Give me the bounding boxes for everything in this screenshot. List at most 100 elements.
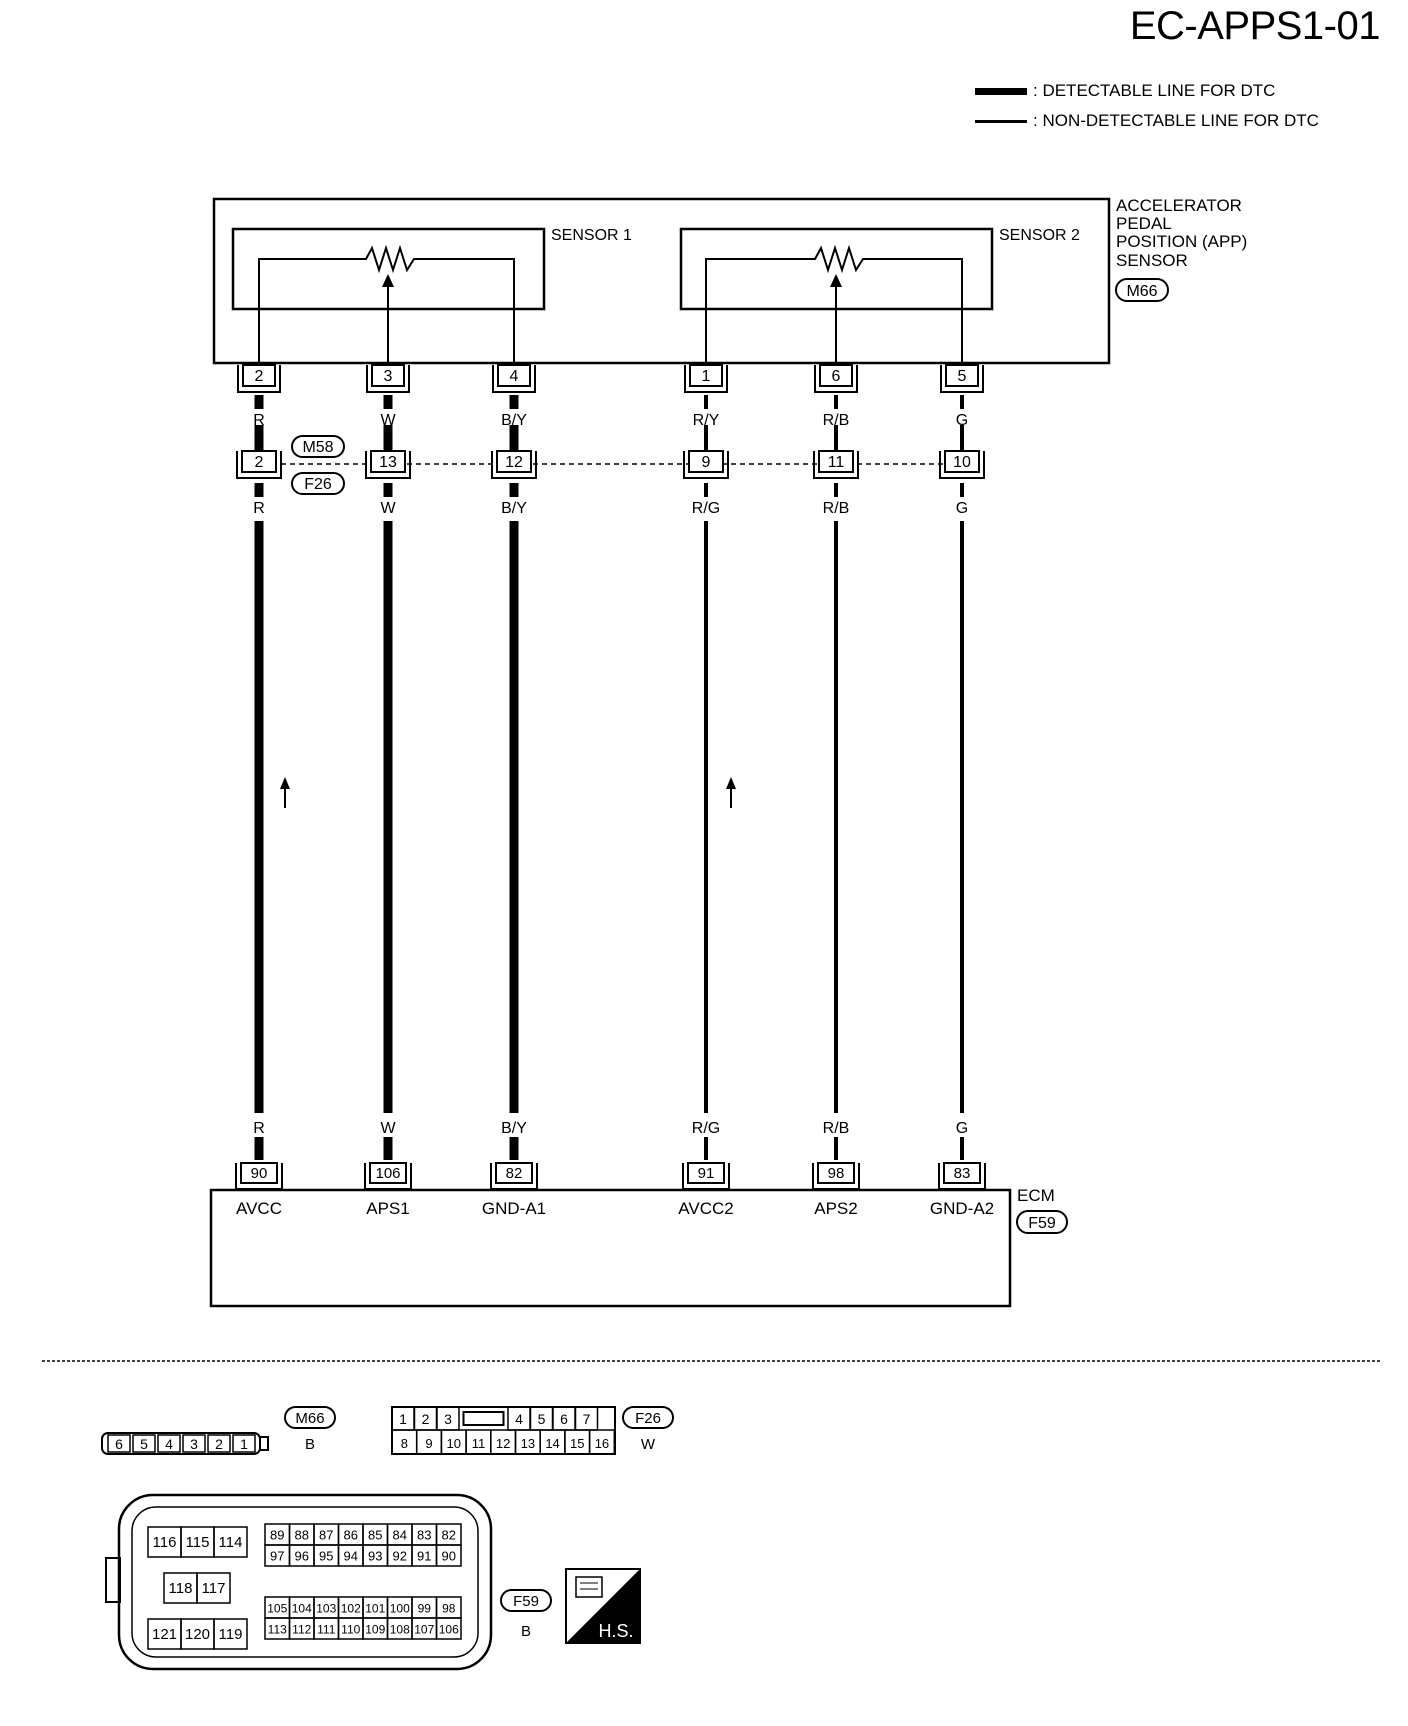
wire-color-top: G (956, 412, 968, 429)
f59-pin: 110 (341, 1623, 360, 1637)
wire-color-mid: R (253, 500, 265, 517)
f59-pin: 118 (169, 1580, 193, 1597)
f26-pin: 8 (401, 1436, 408, 1451)
f59-pin: 113 (268, 1623, 287, 1637)
sensor-pin-2: 2 (237, 364, 281, 393)
joint-pin-12: 12 (491, 450, 537, 479)
signal-arrows (280, 777, 736, 808)
f59-pin: 112 (292, 1623, 311, 1637)
joint-pin-9: 9 (683, 450, 729, 479)
ecm-pin-91: 91 (682, 1162, 730, 1190)
f26-pin: 10 (447, 1436, 461, 1451)
f26-key (462, 1411, 505, 1426)
app-sensor-title-line3: POSITION (APP) (1116, 232, 1247, 251)
f59-pin: 114 (219, 1534, 243, 1551)
f26-pin: 16 (595, 1436, 609, 1451)
wire-color-bottom: R/B (823, 1120, 850, 1137)
sensor-pin-1: 1 (684, 364, 728, 393)
avcc-direction-arrow-icon (280, 777, 290, 789)
f59-pin: 94 (344, 1549, 358, 1564)
sensor-2-resistor (705, 244, 963, 363)
ecm-terminal-label: AVCC (236, 1199, 282, 1218)
ecm-pin-82-number: 82 (506, 1165, 523, 1182)
joint-pin-10: 10 (939, 450, 985, 479)
m66-pin: 3 (190, 1436, 198, 1452)
m66-pin: 2 (215, 1436, 223, 1452)
hs-connector-icon (575, 1576, 603, 1598)
sensor-pin-6-number: 6 (832, 368, 841, 385)
joint-connector-lower-id: F26 (304, 476, 332, 493)
f59-pin: 86 (344, 1528, 358, 1543)
ecm-connector-id: F59 (1028, 1215, 1056, 1232)
m66-pin: 5 (140, 1436, 148, 1452)
joint-pin-11-number: 11 (828, 454, 845, 471)
f59-pin: 105 (267, 1602, 287, 1616)
m66-latch (259, 1436, 269, 1451)
ecm-pin-106-number: 106 (375, 1165, 400, 1182)
m66-color: B (305, 1436, 315, 1453)
f26-pin: 15 (570, 1436, 584, 1451)
sensor-1-resistor (258, 244, 515, 363)
sensor-1-label: SENSOR 1 (551, 227, 632, 244)
joint-pin-13: 13 (365, 450, 411, 479)
joint-connector-upper-id: M58 (302, 439, 333, 456)
f59-pin: 121 (152, 1626, 177, 1643)
f59-pin: 102 (341, 1602, 361, 1616)
f59-pin: 100 (390, 1602, 410, 1616)
ecm-connector-tag: F59 (1016, 1210, 1068, 1234)
f59-latch (105, 1557, 121, 1603)
f26-pin: 5 (538, 1411, 546, 1427)
sensor-pin-4: 4 (492, 364, 536, 393)
f26-tag-id: F26 (635, 1410, 661, 1427)
legend-detectable: : DETECTABLE LINE FOR DTC (975, 81, 1275, 103)
ecm-pin-83-number: 83 (954, 1165, 971, 1182)
f59-pin: 88 (295, 1528, 309, 1543)
f59-color: B (521, 1623, 531, 1640)
avcc2-direction-arrow-icon (726, 777, 736, 789)
sensor-pin-1-number: 1 (702, 368, 711, 385)
wire-color-top: R (253, 412, 265, 429)
wire-color-mid: W (380, 500, 396, 517)
f59-pin: 104 (292, 1602, 312, 1616)
wire-color-mid: G (956, 500, 968, 517)
f26-pin: 7 (583, 1411, 591, 1427)
wire-color-top: R/Y (693, 412, 720, 429)
wire-color-top: W (380, 412, 396, 429)
f26-pin: 6 (560, 1411, 568, 1427)
f59-pin: 107 (414, 1623, 434, 1637)
joint-pin-13-number: 13 (379, 454, 397, 471)
joint-pin-12-number: 12 (505, 454, 523, 471)
f26-pin: 1 (399, 1411, 407, 1427)
ecm-terminal-label: APS1 (366, 1199, 409, 1218)
wire-color-bottom: W (380, 1120, 396, 1137)
f59-pin: 87 (319, 1528, 333, 1543)
ecm: ECM F59 (209, 1186, 1068, 1308)
joint-pin-10-number: 10 (953, 454, 971, 471)
sensor-pin-4-number: 4 (510, 368, 519, 385)
f59-pin: 85 (368, 1528, 382, 1543)
non-detectable-line-swatch (975, 120, 1027, 124)
hs-badge-text: H.S. (598, 1621, 633, 1641)
m66-pin: 6 (115, 1436, 123, 1452)
joint-pin-2-number: 2 (255, 454, 264, 471)
sensor-1-wiper-arrow-icon (382, 274, 394, 287)
f59-pin: 99 (418, 1602, 432, 1616)
f59-pin: 115 (186, 1534, 210, 1551)
joint-pin-2: 2 (236, 450, 282, 479)
ecm-terminal-label: GND-A2 (930, 1199, 994, 1218)
f59-tag (500, 1589, 552, 1612)
f59-pin: 109 (365, 1623, 385, 1637)
f59-pin: 92 (393, 1549, 407, 1564)
f26-pin: 14 (545, 1436, 559, 1451)
ecm-terminal-label: GND-A1 (482, 1199, 546, 1218)
wire-color-mid: R/G (692, 500, 720, 517)
